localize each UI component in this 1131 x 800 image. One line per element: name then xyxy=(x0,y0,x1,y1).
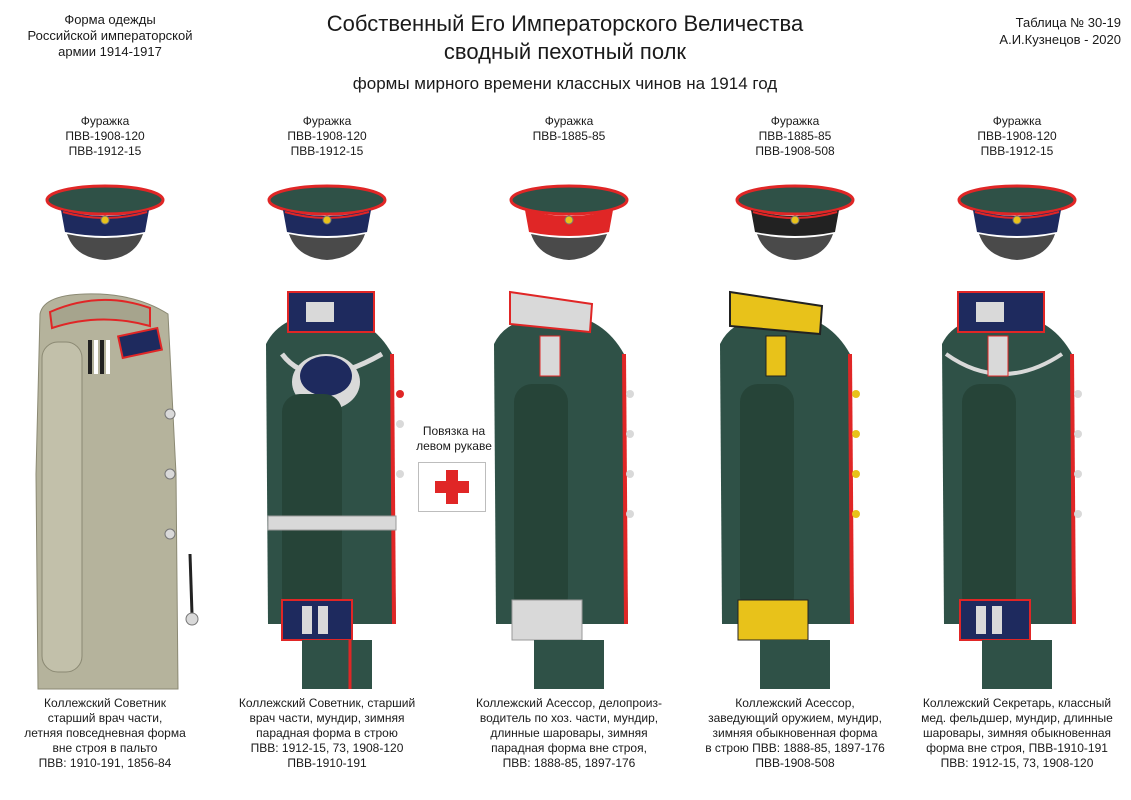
peaked-cap-icon xyxy=(957,184,1077,260)
description-line: Коллежский Советник xyxy=(44,696,166,710)
cap-label: Фуражка ПВВ-1885-85 ПВВ-1908-508 xyxy=(690,114,900,159)
armband-label-line: Повязка на xyxy=(422,424,486,438)
uniform-description: Коллежский Асессор, заведующий оружием, … xyxy=(690,696,900,771)
page-subtitle: формы мирного времени классных чинов на … xyxy=(352,74,778,93)
uniform-description: Коллежский Советник, старший врач части,… xyxy=(222,696,432,771)
cap-label-line: Фуражка xyxy=(992,114,1042,128)
uniform-description: Коллежский Секретарь, классный мед. фель… xyxy=(912,696,1122,771)
description-line: Коллежский Асессор, делопроиз- xyxy=(476,696,662,710)
description-line: ПВВ-1910-191 xyxy=(287,756,367,770)
peaked-cap-icon xyxy=(45,184,165,260)
description-line: мед. фельдшер, мундир, длинные xyxy=(921,711,1113,725)
cap-label-line: Фуражка xyxy=(302,114,352,128)
description-line: парадная форма вне строя, xyxy=(491,741,647,755)
table-info: Таблица № 30-19 А.И.Кузнецов - 2020 xyxy=(971,14,1121,48)
peaked-cap-icon xyxy=(267,184,387,260)
description-line: летняя повседневная форма xyxy=(24,726,186,740)
uniform-column-4: Фуражка ПВВ-1885-85 ПВВ-1908-508 Коллежс… xyxy=(690,114,900,800)
cap-label: Фуражка ПВВ-1908-120 ПВВ-1912-15 xyxy=(222,114,432,159)
cap-label-line: Фуражка xyxy=(80,114,130,128)
cap-label-line: ПВВ-1885-85 xyxy=(758,129,832,143)
uniform-description: Коллежский Асессор, делопроиз- водитель … xyxy=(464,696,674,771)
uniform-column-1: Фуражка ПВВ-1908-120 ПВВ-1912-15 Коллежс… xyxy=(0,114,210,800)
description-line: Коллежский Секретарь, классный xyxy=(922,696,1112,710)
page-title: Собственный Его Императорского Величеств… xyxy=(240,10,890,66)
tunic-figure xyxy=(942,291,1082,689)
description-line: парадная форма в строю xyxy=(256,726,398,740)
description-line: Коллежский Советник, старший xyxy=(238,696,416,710)
description-line: длинные шаровары, зимняя xyxy=(490,726,648,740)
description-line: ПВВ: 1912-15, 73, 1908-120 xyxy=(940,756,1094,770)
cap-label-line: ПВВ-1908-508 xyxy=(755,144,835,158)
peaked-cap-icon xyxy=(735,184,855,260)
cap-label-line: Фуражка xyxy=(770,114,820,128)
description-line: ПВВ: 1888-85, 1897-176 xyxy=(502,756,636,770)
uniform-description: Коллежский Советник старший врач части, … xyxy=(0,696,210,771)
description-line: врач части, мундир, зимняя xyxy=(249,711,405,725)
cap-label-line: ПВВ-1912-15 xyxy=(68,144,142,158)
uniform-column-5: Фуражка ПВВ-1908-120 ПВВ-1912-15 Коллежс… xyxy=(912,114,1122,800)
cap-label-line: ПВВ-1912-15 xyxy=(290,144,364,158)
description-line: заведующий оружием, мундир, xyxy=(708,711,882,725)
uniform-column-3: Фуражка ПВВ-1885-85 Коллежский Асессор, … xyxy=(464,114,674,800)
description-line: зимняя обыкновенная форма xyxy=(712,726,878,740)
description-line: ПВВ-1908-508 xyxy=(755,756,835,770)
cap-label-line: ПВВ-1908-120 xyxy=(287,129,367,143)
title-line-2: сводный пехотный полк xyxy=(443,39,687,64)
header-left-line: Форма одежды xyxy=(64,12,156,27)
cap-label-line: Фуражка xyxy=(544,114,594,128)
armband-red-cross xyxy=(418,462,486,512)
header-left-line: Российской императорской xyxy=(27,28,193,43)
cap-label-line: ПВВ-1885-85 xyxy=(532,129,606,143)
description-line: водитель по хоз. части, мундир, xyxy=(479,711,659,725)
armband-label-line: левом рукаве xyxy=(416,439,492,453)
cap-label: Фуражка ПВВ-1908-120 ПВВ-1912-15 xyxy=(0,114,210,159)
cap-label: Фуражка ПВВ-1908-120 ПВВ-1912-15 xyxy=(912,114,1122,159)
cap-label-line: ПВВ-1908-120 xyxy=(977,129,1057,143)
peaked-cap-icon xyxy=(509,184,629,260)
description-line: шаровары, зимняя обыкновенная xyxy=(922,726,1111,740)
description-line: форма вне строя, ПВВ-1910-191 xyxy=(926,741,1108,755)
title-line-1: Собственный Его Императорского Величеств… xyxy=(326,11,804,36)
cap-label-line: ПВВ-1912-15 xyxy=(980,144,1054,158)
description-line: ПВВ: 1910-191, 1856-84 xyxy=(38,756,172,770)
cap-label-line: ПВВ-1908-120 xyxy=(65,129,145,143)
red-cross-icon xyxy=(435,470,469,504)
description-line: в строю ПВВ: 1888-85, 1897-176 xyxy=(705,741,885,755)
description-line: вне строя в пальто xyxy=(52,741,158,755)
cap-label: Фуражка ПВВ-1885-85 xyxy=(464,114,674,144)
overcoat-figure xyxy=(35,293,199,690)
tunic-figure xyxy=(494,290,634,689)
header-left-line: армии 1914-1917 xyxy=(58,44,162,59)
description-line: Коллежский Асессор, xyxy=(735,696,855,710)
uniform-header-left: Форма одежды Российской императорской ар… xyxy=(10,12,210,60)
author-line: А.И.Кузнецов - 2020 xyxy=(999,32,1121,47)
uniform-column-2: Фуражка ПВВ-1908-120 ПВВ-1912-15 Коллежс… xyxy=(222,114,432,800)
parade-tunic-figure xyxy=(266,291,404,689)
table-number: Таблица № 30-19 xyxy=(1015,15,1121,30)
description-line: ПВВ: 1912-15, 73, 1908-120 xyxy=(250,741,404,755)
description-line: старший врач части, xyxy=(47,711,163,725)
tunic-figure xyxy=(720,290,860,689)
armband-label: Повязка на левом рукаве xyxy=(408,424,500,454)
